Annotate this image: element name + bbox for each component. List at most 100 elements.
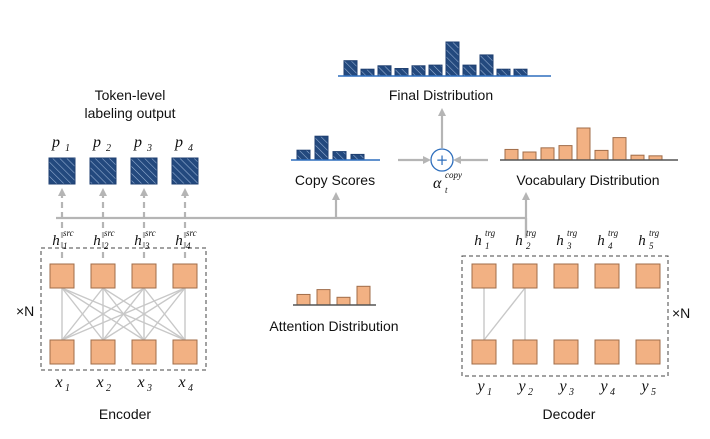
encoder-link: [143, 287, 186, 341]
final-distribution-bar: [411, 65, 426, 77]
copy-scores-bar: [350, 153, 365, 161]
output-symbol: p: [51, 134, 60, 151]
final-distribution-bar: [513, 68, 528, 77]
encoder-link: [61, 287, 186, 341]
decoder-hidden-symbol: h: [515, 233, 523, 249]
decoder-input-symbol: y: [639, 378, 649, 395]
encoder-link: [102, 287, 186, 341]
final-distribution-bar: [428, 64, 443, 77]
vocabulary-distribution-label: Vocabulary Distribution: [516, 172, 659, 188]
encoder-link: [61, 287, 145, 341]
decoder-hidden-subscript: 3: [566, 241, 572, 251]
encoder-input-box: [172, 339, 198, 365]
encoder-hidden-symbol: h: [52, 233, 60, 249]
encoder-hidden-superscript: src: [104, 228, 115, 238]
output-symbol: p: [92, 134, 101, 151]
final-distribution-chart: [338, 41, 551, 77]
decoder-input-symbol: y: [516, 378, 526, 395]
encoder-input-subscript: 4: [188, 383, 193, 394]
decoder-hidden-symbol: h: [556, 233, 564, 249]
decoder-hidden-superscript: trg: [526, 228, 537, 238]
encoder-hidden-subscript: 4: [186, 241, 191, 251]
attention-distribution-bar: [336, 296, 351, 306]
encoder-hidden-symbol: h: [93, 233, 101, 249]
decoder-hidden-subscript: 5: [649, 241, 654, 251]
decoder-input-subscript: 4: [610, 387, 615, 398]
encoder-input-box: [49, 339, 75, 365]
decoder-repeat-label: ×N: [672, 305, 690, 321]
connectors: [56, 108, 530, 238]
output-box: [130, 157, 158, 185]
copy-scores-label: Copy Scores: [295, 172, 375, 188]
decoder-hidden-subscript: 1: [485, 241, 490, 251]
encoder-hidden-subscript: 3: [144, 241, 150, 251]
output-box: [89, 157, 117, 185]
encoder-input-symbol: x: [136, 374, 144, 391]
encoder-hidden-box: [49, 263, 75, 289]
decoder-input-symbol: y: [557, 378, 567, 395]
decoder-frame: [461, 255, 669, 377]
encoder-hidden-symbol: h: [134, 233, 142, 249]
final-distribution-bar: [496, 68, 511, 77]
plus-icon: +: [436, 151, 449, 169]
vocabulary-distribution-bar: [594, 149, 609, 161]
decoder-hidden-superscript: trg: [485, 228, 496, 238]
output-subscript: 2: [106, 143, 111, 154]
encoder-link: [61, 287, 104, 341]
vocabulary-distribution-bar: [558, 145, 573, 161]
decoder-hidden-symbol: h: [597, 233, 605, 249]
attention-distribution-bar: [316, 289, 331, 306]
decoder-hidden-box: [594, 263, 620, 289]
encoder-input-subscript: 1: [65, 383, 70, 394]
decoder-input-box: [471, 339, 497, 365]
decoder-hidden-symbol: h: [638, 233, 646, 249]
token-level-title-line1: Token-level: [95, 87, 166, 103]
output-box: [48, 157, 76, 185]
encoder-input-symbol: x: [177, 374, 185, 391]
encoder-input-subscript: 2: [106, 383, 111, 394]
encoder-frame: [40, 247, 207, 371]
vocabulary-distribution-bar: [576, 127, 591, 161]
encoder-input-symbol: x: [54, 374, 62, 391]
encoder-attention-links: [61, 287, 186, 341]
encoder-hidden-subscript: 2: [104, 241, 109, 251]
decoder-hidden-superscript: trg: [649, 228, 660, 238]
output-subscript: 3: [146, 143, 152, 154]
final-distribution-label: Final Distribution: [389, 87, 493, 103]
decoder-input-subscript: 3: [568, 387, 574, 398]
decoder-hidden-box: [512, 263, 538, 289]
decoder-input-symbol: y: [598, 378, 608, 395]
decoder-hidden-subscript: 2: [526, 241, 531, 251]
decoder-hidden-box: [553, 263, 579, 289]
decoder-input-box: [635, 339, 661, 365]
encoder-input-box: [90, 339, 116, 365]
encoder-hidden-symbol: h: [175, 233, 183, 249]
decoder-input-symbol: y: [475, 378, 485, 395]
attention-distribution-label: Attention Distribution: [269, 318, 398, 334]
alpha-symbol: α: [433, 175, 442, 192]
encoder-hidden-superscript: src: [145, 228, 156, 238]
decoder-input-subscript: 2: [528, 387, 533, 398]
output-symbol: p: [174, 134, 183, 151]
decoder-hidden-box: [471, 263, 497, 289]
decoder-hidden-superscript: trg: [608, 228, 619, 238]
vocabulary-distribution-bar: [612, 137, 627, 161]
decoder-hidden-superscript: trg: [567, 228, 578, 238]
attention-distribution-bar: [296, 293, 311, 306]
final-distribution-bar: [445, 41, 460, 77]
copy-scores-chart: [291, 135, 380, 161]
encoder-hidden-box: [90, 263, 116, 289]
copy-combine-node: + α copy t: [430, 148, 462, 195]
encoder-label: Encoder: [99, 406, 151, 422]
vocabulary-distribution-bar: [540, 147, 555, 161]
encoder-input-box: [131, 339, 157, 365]
copy-scores-bar: [332, 151, 347, 161]
encoder-hidden-box: [172, 263, 198, 289]
decoder-input-subscript: 5: [651, 387, 656, 398]
attention-distribution-bar: [356, 285, 371, 306]
encoder-hidden-box: [131, 263, 157, 289]
decoder-hidden-symbol: h: [474, 233, 482, 249]
